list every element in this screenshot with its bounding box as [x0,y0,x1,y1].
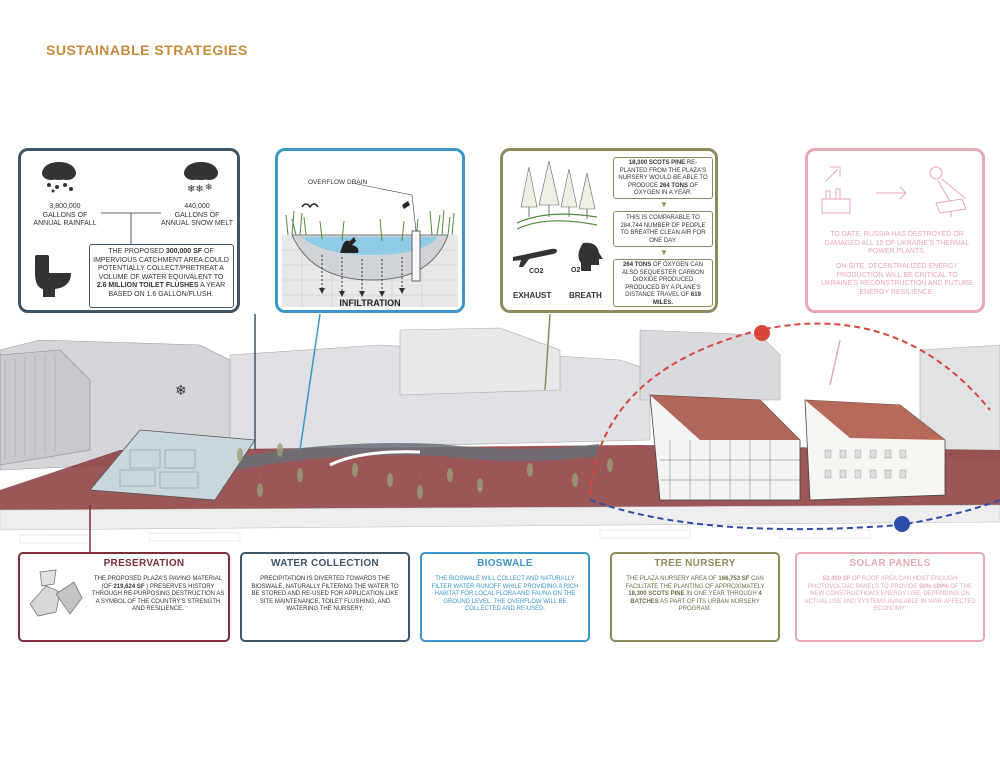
overflow-drain-label: OVERFLOW DRAIN [308,179,368,186]
snowflake-icon: ❄ [175,382,187,398]
bird-icon [301,203,319,209]
snow-value: 440,000 [184,203,210,210]
nursery-fact-2: THIS IS COMPARABLE TO 284,744 NUMBER OF … [613,211,713,247]
bioswale-title: BIOSWALE [477,558,533,569]
tree-nursery-box: TREE NURSERY THE PLAZA NURSERY AREA OF 1… [610,552,780,642]
bioswale-callout: OVERFLOW DRAIN INFILTRATION [275,148,465,313]
tree-nursery-bold-a: 166,753 SF [718,576,750,582]
bioswale-text: THE BIOSWALE WILL COLLECT AND NATURALLY … [431,576,579,612]
preservation-title: PRESERVATION [103,558,185,569]
exhaust-label: EXHAUST [513,291,552,300]
tree-nursery-bold-c: 4 BATCHES [630,591,762,605]
svg-text:❄❄: ❄❄ [187,184,204,193]
nursery-callout: CO2 O2 EXHAUST BREATH 18,300 SCOTS PINE … [500,148,718,313]
power-plant-icon [821,198,851,214]
leader-line-bioswale [299,313,321,451]
infiltration-label: INFILTRATION [339,298,401,308]
leader-line-nursery [544,313,551,391]
solar-panels-box: SOLAR PANELS 53,400 SF OF ROOF AREA CAN … [795,552,985,642]
arrow-down-icon: ▼ [660,248,668,257]
solar-panels-title: SOLAR PANELS [849,558,931,569]
solar-panels-bold-a: 53,400 SF [822,576,851,582]
tree-nursery-title: TREE NURSERY [654,558,736,569]
rain-cloud-icon [42,162,76,193]
connector-lines [101,212,161,244]
fact3-text-a: OF OXYGEN CAN ALSO SEQUESTER CARBON DIOX… [621,262,705,298]
nursery-fact-1: 18,300 SCOTS PINE RE-PLANTED FROM THE PL… [613,157,713,199]
solar-text-2: ON-SITE, DECENTRALIZED ENERGY PRODUCTION… [821,263,973,296]
solar-icons [821,166,967,217]
head-breath-icon [578,242,603,271]
rain-label: GALLONS OF ANNUAL RAINFALL [33,211,97,228]
preservation-bold-a: 219,624 SF [113,583,145,590]
toilet-text-2: OF IMPERVIOUS CATCHMENT AREA COULD POTEN… [93,248,229,281]
tree-nursery-text-a: THE PLAZA NURSERY AREA OF [626,576,717,582]
tree-nursery-text-c: IN ONE YEAR THROUGH [686,591,757,597]
toilet-bold-2: 2.6 MILLION TOILET FLUSHES [96,282,199,289]
bioswale-section [282,182,458,307]
pine-trees-icon [517,160,597,230]
toilet-fact-box: THE PROPOSED 300,000 SF OF IMPERVIOUS CA… [89,244,234,308]
arrow-down-icon: ▼ [660,200,668,209]
sun-icon [929,166,943,180]
solar-panels-text-b: OF THE NEW CONSTRUCTION'S ENERGY USE, DE… [804,583,976,613]
preservation-box: PRESERVATION THE PROPOSED PLAZA'S PAVING… [18,552,230,642]
o2-label: O2 [571,267,581,274]
water-collection-text: PRECIPITATION IS DIVERTED TOWARDS THE BI… [251,576,399,612]
co2-label: CO2 [529,268,544,275]
toilet-bold-1: 300,000 SF [165,248,203,255]
fact2-text-a: THIS IS COMPARABLE TO 284,744 NUMBER OF … [620,215,706,244]
fact3-bold-a: 264 TONS [623,262,652,268]
duck-icon [340,237,359,253]
snow-label: GALLONS OF ANNUAL SNOW MELT [161,211,233,228]
leader-line-solar [829,339,841,386]
rubble-icon [29,569,83,617]
preservation-text-a: THE PROPOSED PLAZA'S PAVING MATERIAL (OF [93,576,223,590]
bioswale-channel [228,443,601,471]
bioswale-box: BIOSWALE THE BIOSWALE WILL COLLECT AND N… [420,552,590,642]
overflow-drain [411,230,421,282]
energy-node-blue [894,516,910,532]
airplane-icon [513,248,557,267]
solar-text-1: TO DATE, RUSSIA HAS DESTROYED OR DAMAGED… [824,231,970,255]
energy-path-blue [589,499,1000,531]
preservation-text-b: ) PRESERVES HISTORY THROUGH RE-PURPOSING… [91,583,225,613]
site-axonometric: ❄ [0,313,1000,552]
fact3-bold-b: 619 MILES. [652,292,701,306]
missile-icon [825,166,841,182]
tree-nursery-text-d: AS PART OF ITS URBAN NURSERY PROGRAM. [660,598,760,613]
snow-cloud-icon: ❄❄❄ [184,162,218,193]
tree-nursery-bold-b: 18,300 SCOTS PINE [628,591,685,597]
fact1-text-b: OF OXYGEN IN A YEAR. [634,182,698,197]
solar-panel-icon [935,198,967,214]
background-building [399,327,561,396]
toilet-text-1: THE PROPOSED [108,248,164,255]
tree-nursery-text-b: CAN FACILITATE THE PLANTING OF APPROXIMA… [625,576,765,590]
energy-node-red [754,325,770,341]
bird-icon [402,201,410,209]
page-title: SUSTAINABLE STRATEGIES [46,42,248,58]
nursery-fact-3: 264 TONS OF OXYGEN CAN ALSO SEQUESTER CA… [613,259,713,307]
solar-panels-bold-b: 50%-100% [919,583,949,590]
fact1-bold-a: 18,300 SCOTS PINE [628,160,686,166]
toilet-icon [35,255,71,297]
fact1-bold-b: 264 TONS [659,182,688,189]
water-callout: ❄❄❄ 3,800,000 GALLONS OF ANNUAL RAINFALL… [18,148,240,313]
svg-text:❄: ❄ [205,182,213,192]
rain-value: 3,800,000 [49,203,81,210]
water-collection-box: WATER COLLECTION PRECIPITATION IS DIVERT… [240,552,410,642]
water-collection-title: WATER COLLECTION [271,558,379,569]
breath-label: BREATH [569,291,602,300]
solar-callout: TO DATE, RUSSIA HAS DESTROYED OR DAMAGED… [805,148,985,313]
solar-panels-text-a: OF ROOF AREA CAN HOST ENOUGH PHOTOVOLTAI… [808,576,958,590]
sidewalk [0,504,1000,531]
background-building [639,329,781,401]
toilet-text-3: A YEAR BASED ON 1.6 GALLON/FLUSH. [108,282,226,298]
fact1-text-a: RE-PLANTED FROM THE PLAZA'S NURSERY WOUL… [618,160,708,189]
